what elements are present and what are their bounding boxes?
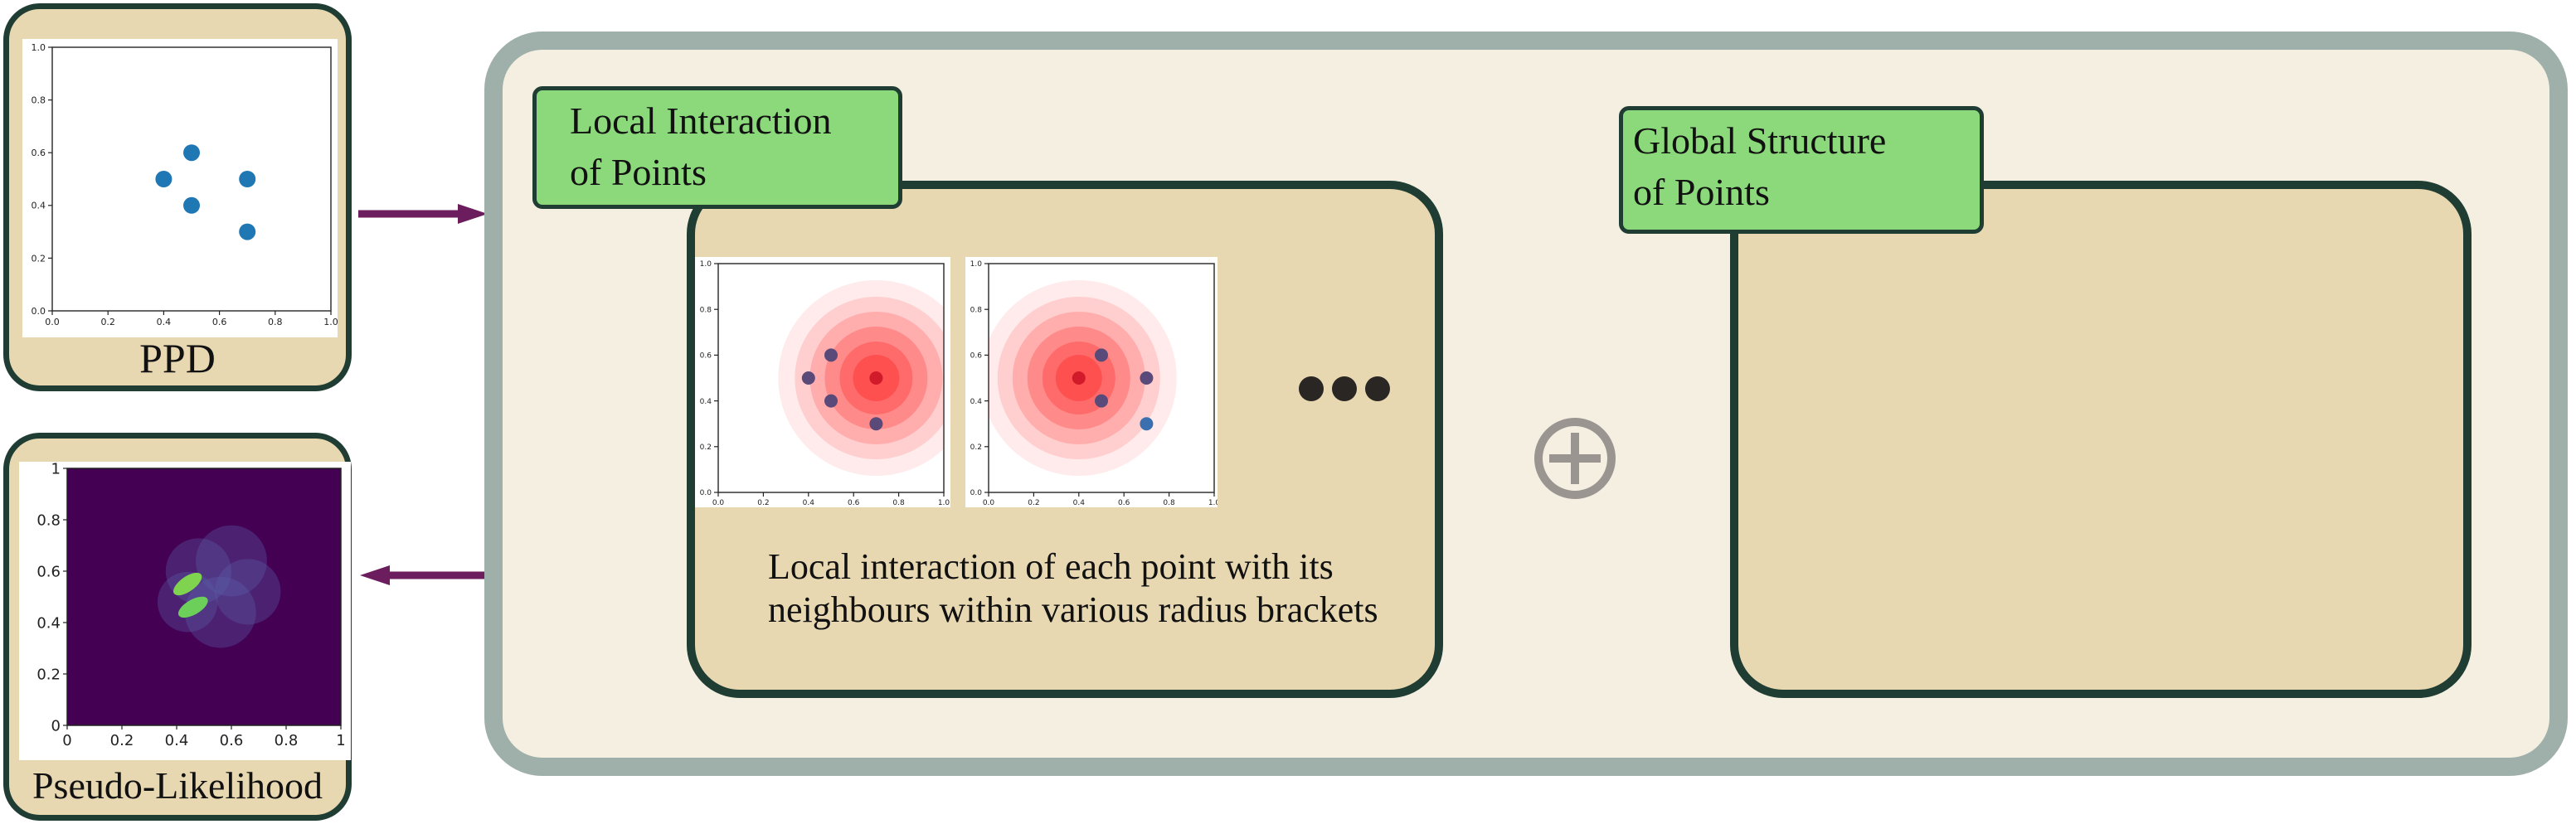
data-point bbox=[1095, 348, 1108, 362]
global-structure-box bbox=[1730, 181, 2472, 698]
direct-sum-icon bbox=[1534, 418, 1616, 499]
x-tick-label: 0.2 bbox=[110, 732, 134, 749]
y-tick-label: 0.6 bbox=[32, 148, 46, 158]
ppd-card: 0.0 0.2 0.4 0.6 0.8 1.0 0.0 0.2 0.4 0.6 0.8 1.0 PPD bbox=[3, 3, 352, 391]
y-tick-label: 0.0 bbox=[970, 489, 983, 497]
ppd-caption: PPD bbox=[139, 335, 216, 381]
local-interaction-plot-1: 0.0 0.2 0.4 0.6 0.8 1.0 0.0 0.2 0.4 0.6 0.8 1.0 bbox=[695, 257, 950, 507]
ellipsis-dot bbox=[1365, 376, 1390, 401]
y-tick-label: 0.2 bbox=[700, 444, 712, 452]
y-tick-label: 0.8 bbox=[700, 306, 712, 314]
y-tick-label: 0.2 bbox=[32, 253, 46, 264]
y-tick-label: 0.8 bbox=[36, 511, 61, 529]
x-tick-label: 0.2 bbox=[757, 499, 769, 507]
x-tick-label: 0.6 bbox=[212, 317, 227, 327]
data-point bbox=[239, 171, 256, 187]
data-point bbox=[1095, 394, 1108, 408]
likelihood-region bbox=[215, 559, 281, 625]
y-tick-label: 0.6 bbox=[36, 563, 61, 580]
x-tick-label: 0.2 bbox=[1028, 499, 1039, 507]
x-tick-label: 0.4 bbox=[1073, 499, 1086, 507]
pseudo-likelihood-card: 0 0.2 0.4 0.6 0.8 1 0 0.2 0.4 0.6 0.8 1 Pseudo-Like… bbox=[3, 433, 352, 821]
pseudo-likelihood-plot: 0 0.2 0.4 0.6 0.8 1 0 0.2 0.4 0.6 0.8 1 bbox=[19, 462, 351, 760]
x-tick-label: 0.4 bbox=[803, 499, 815, 507]
local-interaction-label: Local Interaction of Points bbox=[532, 86, 902, 209]
y-tick-label: 1.0 bbox=[32, 42, 46, 53]
x-tick-label: 1.0 bbox=[938, 499, 950, 507]
x-tick-label: 0.8 bbox=[1163, 499, 1175, 507]
y-tick-label: 0.8 bbox=[970, 306, 983, 314]
likelihood-region bbox=[196, 525, 267, 597]
local-interaction-plot-2: 0.0 0.2 0.4 0.6 0.8 1.0 0.0 0.2 0.4 0.6 0.8 1.0 bbox=[965, 257, 1218, 507]
x-tick-label: 0.8 bbox=[275, 732, 299, 749]
pseudo-likelihood-caption: Pseudo-Likelihood bbox=[32, 764, 323, 807]
center-point bbox=[1072, 371, 1086, 385]
x-tick-label: 0.6 bbox=[220, 732, 244, 749]
ellipsis-dot bbox=[1299, 376, 1324, 401]
data-point bbox=[155, 171, 173, 187]
local-interaction-description: Local interaction of each point with its… bbox=[768, 546, 1378, 630]
x-tick-label: 0.2 bbox=[100, 317, 115, 327]
x-tick-label: 1.0 bbox=[1208, 499, 1218, 507]
data-point bbox=[183, 196, 200, 214]
likelihood-region bbox=[184, 576, 256, 648]
x-tick-label: 1.0 bbox=[323, 317, 338, 327]
likelihood-peak bbox=[177, 596, 208, 618]
y-tick-label: 0.4 bbox=[700, 398, 712, 406]
data-point bbox=[824, 394, 838, 408]
local-interaction-box: 0.0 0.2 0.4 0.6 0.8 1.0 0.0 0.2 0.4 0.6 0.8 1.0 0.0… bbox=[687, 181, 1443, 698]
likelihood-peak bbox=[173, 572, 202, 596]
y-tick-label: 0.4 bbox=[36, 614, 61, 632]
data-point bbox=[824, 348, 838, 362]
data-point bbox=[869, 417, 883, 431]
y-tick-label: 0.2 bbox=[36, 666, 61, 683]
x-tick-label: 0.8 bbox=[268, 317, 283, 327]
y-tick-label: 0.8 bbox=[32, 95, 46, 105]
x-tick-label: 0.6 bbox=[1118, 499, 1130, 507]
plot-area bbox=[717, 263, 945, 493]
y-tick-label: 0.4 bbox=[32, 201, 46, 211]
arrow-to-model bbox=[358, 204, 488, 224]
ellipsis-dot bbox=[1332, 376, 1357, 401]
y-tick-label: 0.4 bbox=[970, 398, 983, 406]
y-tick-label: 0.6 bbox=[970, 352, 983, 361]
data-point bbox=[1140, 417, 1154, 431]
x-tick-label: 1 bbox=[336, 732, 345, 749]
y-tick-label: 0.0 bbox=[32, 306, 46, 317]
x-tick-label: 0.4 bbox=[157, 317, 172, 327]
global-structure-label: Global Structure of Points bbox=[1619, 106, 1984, 234]
x-tick-label: 0.6 bbox=[848, 499, 860, 507]
y-tick-label: 1 bbox=[51, 462, 61, 477]
ppd-plot: 0.0 0.2 0.4 0.6 0.8 1.0 0.0 0.2 0.4 0.6 0.8 1.0 bbox=[22, 39, 338, 337]
data-point bbox=[1140, 371, 1154, 385]
data-point bbox=[239, 223, 256, 240]
y-tick-label: 0.2 bbox=[970, 444, 982, 452]
x-tick-label: 0 bbox=[62, 732, 71, 749]
y-tick-label: 0 bbox=[51, 717, 61, 734]
x-tick-label: 0.0 bbox=[983, 499, 995, 507]
y-tick-label: 1.0 bbox=[970, 260, 983, 269]
center-point bbox=[869, 371, 883, 385]
data-point bbox=[801, 371, 815, 385]
x-tick-label: 0.8 bbox=[892, 499, 905, 507]
x-tick-label: 0.4 bbox=[165, 732, 189, 749]
plot-area bbox=[51, 46, 332, 312]
x-tick-label: 0.0 bbox=[45, 317, 60, 327]
y-tick-label: 0.0 bbox=[700, 489, 712, 497]
arrow-to-pseudo-likelihood bbox=[360, 565, 484, 585]
x-tick-label: 0.0 bbox=[712, 499, 725, 507]
data-point bbox=[183, 144, 200, 162]
y-tick-label: 1.0 bbox=[700, 260, 712, 269]
y-tick-label: 0.6 bbox=[700, 352, 712, 361]
